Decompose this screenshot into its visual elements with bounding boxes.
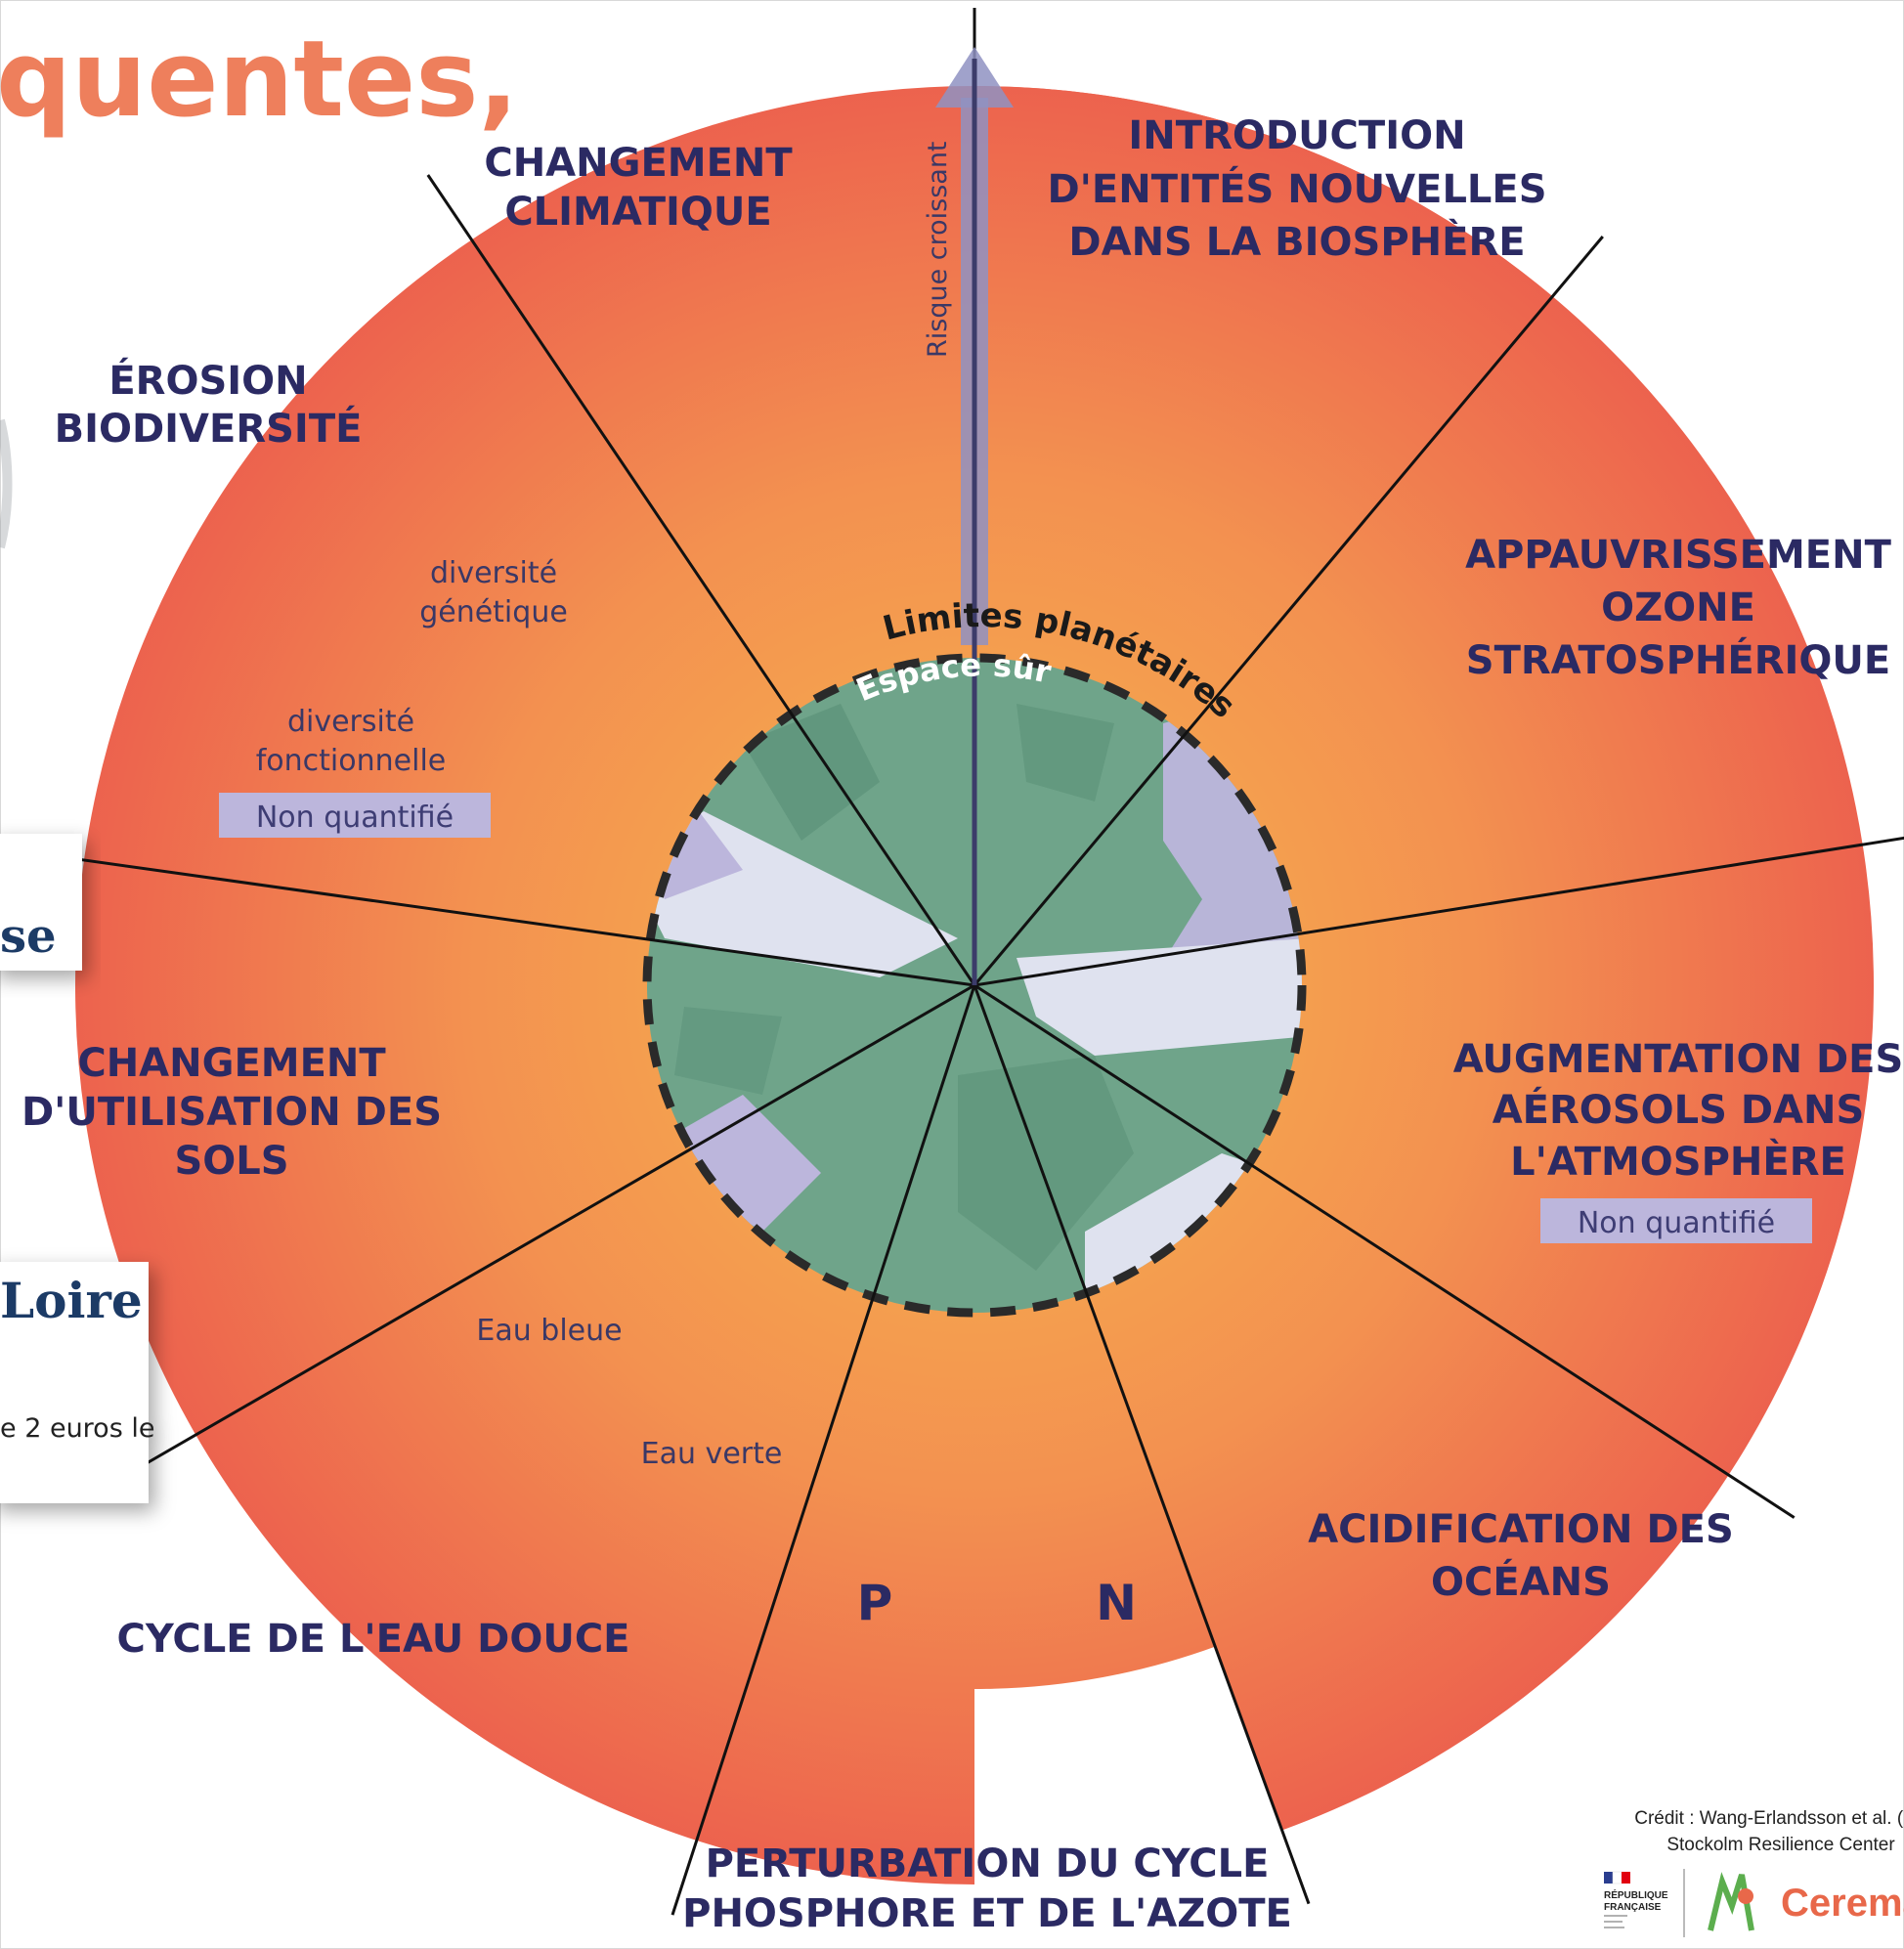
- badge-non-quantified-aerosols: Non quantifié: [1540, 1198, 1812, 1243]
- label-functional-diversity-2: fonctionnelle: [256, 744, 447, 778]
- label-nitrogen: N: [1096, 1575, 1137, 1631]
- label-green-water: Eau verte: [641, 1437, 783, 1471]
- credit-line-1: Crédit : Wang-Erlandsson et al. (2: [1634, 1808, 1904, 1829]
- label-blue-water: Eau bleue: [476, 1314, 622, 1348]
- sector-divider-4: [973, 984, 1311, 1905]
- badge-non-quantified-biodiversity: Non quantifié: [219, 793, 491, 838]
- credit-line-2: Stockolm Resilience Center: [1666, 1835, 1895, 1855]
- label-aerosols-2: AÉROSOLS DANS: [1493, 1086, 1865, 1133]
- label-aerosols-3: L'ATMOSPHÈRE: [1510, 1138, 1846, 1185]
- label-climate-change-1: CHANGEMENT: [484, 141, 793, 186]
- label-land-use-2: D'UTILISATION DES: [22, 1090, 442, 1135]
- label-land-use-1: CHANGEMENT: [77, 1041, 386, 1086]
- republique-francaise-logo: RÉPUBLIQUE FRANÇAISE: [1604, 1871, 1668, 1928]
- label-aerosols-1: AUGMENTATION DES: [1453, 1037, 1904, 1082]
- label-ozone-2: OZONE: [1601, 585, 1755, 630]
- label-functional-diversity-1: diversité: [287, 705, 414, 739]
- sector-divider-2: [974, 836, 1904, 987]
- sector-divider-3: [974, 983, 1796, 1519]
- label-genetic-diversity-1: diversité: [430, 556, 557, 590]
- label-biodiversity-1: ÉROSION: [108, 357, 307, 404]
- risk-arrow: Risque croissant: [923, 47, 1014, 985]
- label-land-use-3: SOLS: [174, 1139, 288, 1184]
- label-novel-entities-2: D'ENTITÉS NOUVELLES: [1047, 165, 1546, 212]
- label-ocean-acidification-2: OCÉANS: [1431, 1558, 1611, 1605]
- label-biogeochemical-1: PERTURBATION DU CYCLE: [706, 1841, 1270, 1886]
- svg-text:Non quantifié: Non quantifié: [1578, 1206, 1775, 1240]
- cerema-wordmark: Cerema: [1781, 1882, 1904, 1925]
- label-genetic-diversity-2: génétique: [419, 595, 568, 629]
- popup-card-bottom: Loire e 2 euros le: [0, 1262, 154, 1503]
- svg-text:Non quantifié: Non quantifié: [256, 801, 454, 835]
- label-ozone-3: STRATOSPHÉRIQUE: [1466, 636, 1890, 683]
- svg-text:FRANÇAISE: FRANÇAISE: [1604, 1902, 1662, 1913]
- label-climate-change-2: CLIMATIQUE: [504, 190, 771, 235]
- popup-card-top: se: [0, 834, 82, 971]
- label-ocean-acidification-1: ACIDIFICATION DES: [1308, 1507, 1734, 1552]
- label-biogeochemical-2: PHOSPHORE ET DE L'AZOTE: [682, 1891, 1292, 1936]
- popup-top-fragment: se: [0, 909, 57, 964]
- label-novel-entities-1: INTRODUCTION: [1128, 113, 1465, 158]
- label-ozone-1: APPAUVRISSEMENT: [1465, 533, 1892, 578]
- risk-arrow-label: Risque croissant: [923, 141, 953, 358]
- popup-bottom-title: Loire: [0, 1272, 143, 1329]
- label-novel-entities-3: DANS LA BIOSPHÈRE: [1068, 218, 1525, 265]
- label-biodiversity-2: BIODIVERSITÉ: [55, 405, 363, 452]
- cerema-logo: Cerema: [1708, 1872, 1904, 1931]
- label-freshwater-cycle: CYCLE DE L'EAU DOUCE: [117, 1617, 630, 1662]
- sector-divider-8: [426, 174, 976, 986]
- sector-divider-1: [973, 236, 1604, 986]
- sector-divider-7: [6, 847, 975, 987]
- sector-divider-5: [671, 984, 976, 1916]
- header-title-fragment: quentes,: [0, 19, 519, 141]
- sector-divider-6: [127, 983, 975, 1476]
- popup-bottom-text: e 2 euros le: [0, 1413, 154, 1444]
- label-phosphorus: P: [857, 1575, 893, 1631]
- background-fragment: [0, 418, 13, 549]
- svg-text:RÉPUBLIQUE: RÉPUBLIQUE: [1604, 1888, 1668, 1901]
